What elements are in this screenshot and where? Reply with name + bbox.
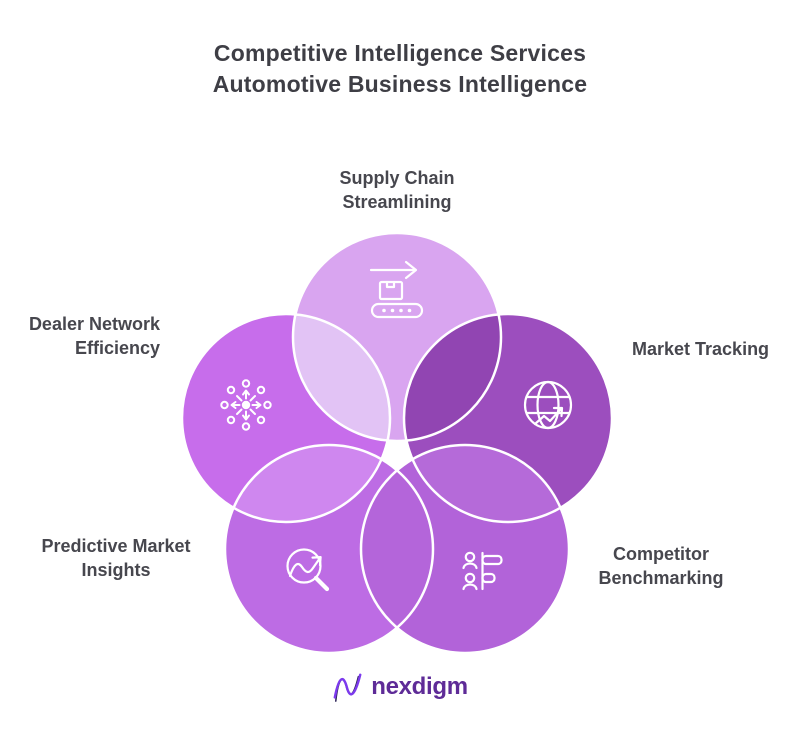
trend-magnifier-icon	[286, 548, 330, 592]
nexdigm-logo-mark	[333, 673, 362, 702]
nexdigm-logo: nexdigm	[0, 668, 800, 706]
label-predictive-insights: Predictive Market Insights	[16, 534, 216, 582]
predictive-insights-outline	[223, 443, 435, 655]
supply-market-overlap	[404, 314, 501, 441]
supply-dealer-overlap	[293, 314, 390, 441]
globe-growth-icon	[523, 380, 573, 430]
label-supply-line-2: Streamlining	[342, 192, 452, 212]
label-competitor-line-1: Competitor	[613, 544, 709, 564]
hub-network-icon	[220, 379, 272, 431]
label-dealer-line-2: Efficiency	[74, 338, 160, 358]
nexdigm-logo-text: nexdigm	[371, 673, 468, 700]
supply-chain-outline	[291, 231, 503, 443]
competitor-predictive-overlap	[361, 445, 433, 653]
label-competitor-line-2: Benchmarking	[598, 568, 724, 588]
label-predictive-line-2: Insights	[81, 560, 151, 580]
label-supply-chain: Supply Chain Streamlining	[293, 166, 501, 214]
label-predictive-line-1: Predictive Market	[41, 536, 191, 556]
page-title: Competitive Intelligence Services Automo…	[0, 38, 800, 100]
label-market-tracking: Market Tracking	[632, 337, 800, 361]
conveyor-belt-arrow-icon	[369, 260, 424, 319]
market-tracking-outline	[402, 312, 614, 524]
title-line-1: Competitive Intelligence Services	[213, 40, 587, 66]
label-market-line-1: Market Tracking	[632, 339, 770, 359]
label-dealer-line-1: Dealer Network	[28, 314, 160, 334]
label-supply-line-1: Supply Chain	[339, 168, 455, 188]
title-line-2: Automotive Business Intelligence	[212, 71, 588, 97]
label-competitor-benchmarking: Competitor Benchmarking	[561, 542, 761, 590]
dealer-network-outline	[180, 312, 392, 524]
competitor-benchmarking-outline	[359, 443, 571, 655]
people-benchmark-bars-icon	[462, 551, 503, 591]
label-dealer-network: Dealer Network Efficiency	[0, 312, 160, 360]
